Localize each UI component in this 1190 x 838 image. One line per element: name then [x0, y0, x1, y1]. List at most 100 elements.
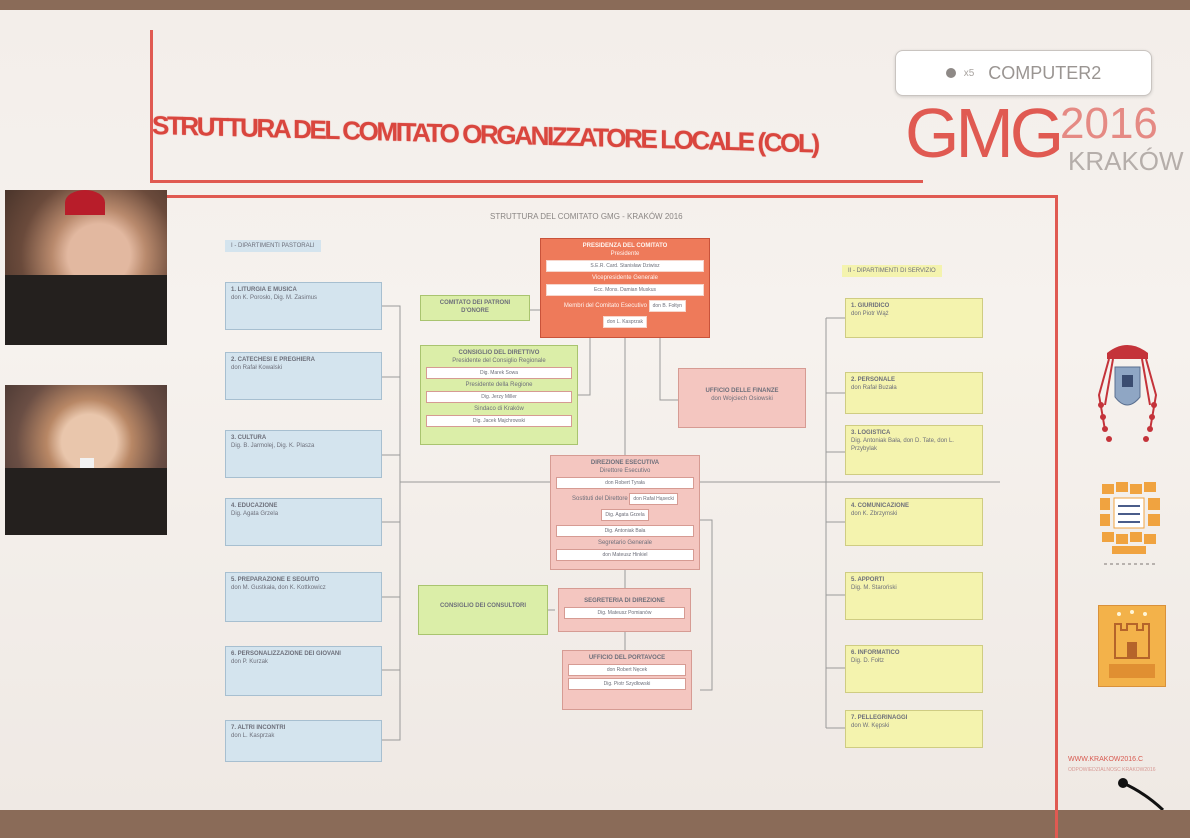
direttivo-name3: Dig. Jacek Majchrowski [426, 415, 572, 427]
right-dept-box: 6. INFORMATICO Dig. D. Fołtz [845, 645, 983, 693]
dept-title: 3. LOGISTICA [851, 430, 891, 436]
presidency-name3b: don L. Kasprzak [602, 316, 648, 328]
esecutiva-name1: don Robert Tyrała [556, 477, 694, 489]
presidency-name1: S.E.R. Card. Stanisław Dziwisz [546, 260, 704, 272]
website-small-label: ODPOWIEDZIALNOSC KRAKOW2016 [1068, 767, 1156, 773]
direttivo-role2: Presidente della Regione [465, 382, 533, 388]
left-section-header: I - DIPARTIMENTI PASTORALI [225, 240, 321, 252]
org-chart-connectors [382, 305, 1000, 741]
dept-sub: don Rafał Kowalski [231, 365, 283, 371]
left-dept-box: 3. CULTURA Dig. B. Jarmolej, Dig. K. Pla… [225, 430, 382, 478]
presidency-name2: Ecc. Mons. Damian Muskus [546, 284, 704, 296]
direttivo-role3: Sindaco di Kraków [474, 406, 524, 412]
clerical-collar [80, 457, 94, 468]
right-dept-box: 5. APPORTI Dig. M. Staroński [845, 572, 983, 620]
portavoce-box: UFFICIO DEL PORTAVOCE don Robert Nęcek D… [562, 650, 692, 710]
dept-title: 5. APPORTI [851, 577, 885, 583]
esecutiva-role1: Direttore Esecutivo [599, 468, 651, 474]
esecutiva-name2b: Dig. Agata Grzela [601, 509, 649, 521]
gmg-logo-city: KRAKÓW [1068, 146, 1184, 176]
esecutiva-role3: Segretario Generale [597, 540, 653, 546]
dept-sub: don Piotr Wąż [851, 311, 889, 317]
dept-sub: don W. Kępski [851, 723, 890, 729]
dept-title: 3. CULTURA [231, 435, 267, 441]
direttivo-name1: Dig. Marek Sowa [426, 367, 572, 379]
dept-sub: don K. Zbrzymski [851, 511, 898, 517]
dept-title: 6. INFORMATICO [851, 650, 900, 656]
segreteria-title: SEGRETERIA DI DIREZIONE [584, 598, 665, 604]
left-dept-box: 2. CATECHESI E PREGHIERA don Rafał Kowal… [225, 352, 382, 400]
consultori-box: CONSIGLIO DEI CONSULTORI [418, 585, 548, 635]
chart-frame [10, 195, 1058, 838]
zucchetto-cap [65, 190, 105, 215]
direttivo-role1: Presidente del Consiglio Regionale [452, 358, 546, 364]
dept-title: 2. PERSONALE [851, 377, 896, 383]
left-dept-box: 1. LITURGIA E MUSICA don K. Porosło, Dig… [225, 282, 382, 330]
chart-subtitle: STRUTTURA DEL COMITATO GMG - KRAKÓW 2016 [490, 212, 683, 221]
presidency-role3: Membri del Comitato Esecutivo [563, 303, 647, 309]
dept-sub: don L. Kasprzak [231, 733, 275, 739]
presidency-role2: Vicepresidente Generale [592, 275, 658, 281]
portavoce-sub1: don Robert Nęcek [568, 664, 686, 676]
website-label: WWW.KRAKOW2016.C [1068, 756, 1144, 763]
dept-title: 4. COMUNICAZIONE [851, 503, 910, 509]
right-dept-box: 4. COMUNICAZIONE don K. Zbrzymski [845, 498, 983, 546]
dept-title: 7. ALTRI INCONTRI [231, 725, 286, 731]
dept-sub: don M. Gustkała, don K. Kottkowicz [231, 585, 326, 591]
dept-title: 7. PELLEGRINAGGI [851, 715, 908, 721]
right-dept-box: 7. PELLEGRINAGGI don W. Kępski [845, 710, 983, 748]
robe [5, 467, 167, 535]
portavoce-title: UFFICIO DEL PORTAVOCE [588, 655, 666, 661]
portavoce-sub2: Dig. Piotr Szydłowski [568, 678, 686, 690]
left-dept-box: 6. PERSONALIZZAZIONE DEI GIOVANI don P. … [225, 646, 382, 696]
portrait-photo-cardinal [5, 190, 167, 345]
presidency-box: PRESIDENZA DEL COMITATO Presidente S.E.R… [540, 238, 710, 338]
right-dept-box: 2. PERSONALE don Rafał Buzała [845, 372, 983, 414]
right-dept-box: 3. LOGISTICA Dig. Antoniak Bała, don D. … [845, 425, 983, 475]
esecutiva-box: DIREZIONE ESECUTIVA Direttore Esecutivo … [550, 455, 700, 570]
dept-title: 5. PREPARAZIONE E SEGUITO [231, 577, 320, 583]
finanze-sub: don Wojciech Osiowski [711, 396, 773, 402]
presidency-role1: Presidente [610, 251, 640, 257]
overlay-prefix: x5 [963, 67, 975, 79]
presidency-title: PRESIDENZA DEL COMITATO [582, 243, 668, 249]
segreteria-sub: Dig. Mateusz Pomianów [564, 607, 685, 619]
malopolska-logo [1098, 605, 1166, 687]
overlay-label: COMPUTER2 [988, 62, 1102, 83]
dept-sub: Dig. Antoniak Bała, don D. Tate, don L. … [851, 438, 954, 452]
dept-title: 2. CATECHESI E PREGHIERA [231, 357, 315, 363]
dept-sub: don P. Kurzak [231, 659, 268, 665]
microphone-icon [1118, 778, 1165, 810]
left-dept-box: 5. PREPARAZIONE E SEGUITO don M. Gustkał… [225, 572, 382, 622]
left-dept-box: 4. EDUCAZIONE Dig. Agata Grzela [225, 498, 382, 546]
patroni-title: COMITATO DEI PATRONI D'ONORE [439, 300, 511, 314]
direttivo-title: CONSIGLIO DEL DIRETTIVO [458, 350, 540, 356]
record-dot-icon [945, 68, 956, 78]
esecutiva-name2c: Dig. Antoniak Bała [556, 525, 694, 537]
dept-sub: Dig. B. Jarmolej, Dig. K. Plasza [231, 443, 315, 449]
patroni-box: COMITATO DEI PATRONI D'ONORE [420, 295, 530, 321]
robe [5, 275, 167, 345]
presidency-name3a: don B. Fołtyn [648, 300, 687, 312]
dept-sub: don Rafał Buzała [851, 385, 897, 391]
cardinal-coat-of-arms-icon [1097, 345, 1158, 442]
segreteria-box: SEGRETERIA DI DIREZIONE Dig. Mateusz Pom… [558, 588, 691, 632]
esecutiva-name3: don Mateusz Hinkiel [556, 549, 694, 561]
castle-icon [1109, 610, 1155, 678]
krakow-logo-icon [1100, 482, 1160, 565]
finanze-box: UFFICIO DELLE FINANZE don Wojciech Osiow… [678, 368, 806, 428]
title-frame [150, 30, 923, 183]
esecutiva-name2a: don Rafał Hąsecki [629, 493, 678, 505]
computer-label-overlay: x5 COMPUTER2 [895, 50, 1152, 96]
dept-sub: Dig. M. Staroński [851, 585, 897, 591]
esecutiva-role2: Sostituti del Direttore [572, 496, 628, 502]
dept-sub: Dig. D. Fołtz [851, 658, 885, 664]
gmg-logo-text: GMG [905, 94, 1064, 172]
portrait-photo-priest [5, 385, 167, 535]
direttivo-name2: Dig. Jerzy Miller [426, 391, 572, 403]
dept-title: 6. PERSONALIZZAZIONE DEI GIOVANI [231, 651, 341, 657]
right-dept-box: 1. GIURIDICO don Piotr Wąż [845, 298, 983, 338]
esecutiva-title: DIREZIONE ESECUTIVA [590, 460, 660, 466]
finanze-title: UFFICIO DELLE FINANZE [705, 388, 779, 394]
right-section-header: II - DIPARTIMENTI DI SERVIZIO [842, 265, 942, 277]
